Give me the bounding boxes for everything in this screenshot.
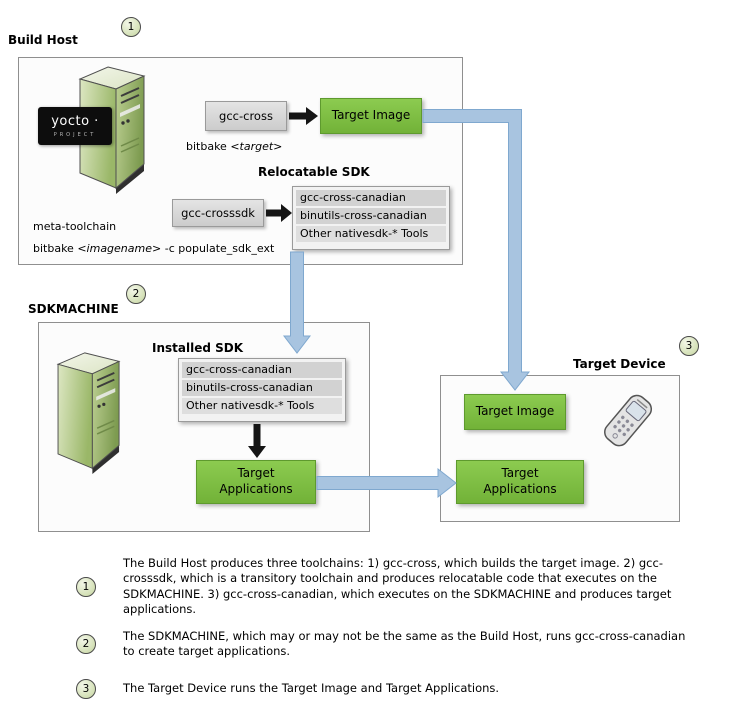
note-3-text: The Target Device runs the Target Image … [123,681,500,696]
note-1-text: The Build Host produces three toolchains… [123,556,672,616]
tool-line: Other nativesdk-* Tools [182,398,342,414]
bitbake-target-label: bitbake <target> [186,140,282,153]
bitbake-sdk-suffix: -c populate_sdk_ext [161,242,275,255]
installed-sdk-tools-box: gcc-cross-canadian binutils-cross-canadi… [178,358,346,422]
note-row: 2 The SDKMACHINE, which may or may not b… [76,629,693,660]
relocatable-sdk-title: Relocatable SDK [258,165,370,179]
yocto-logo-name: yocto · [51,113,99,129]
meta-toolchain-label: meta-toolchain [33,220,117,233]
relocatable-sdk-tools-box: gcc-cross-canadian binutils-cross-canadi… [292,186,450,250]
bitbake-sdk-arg: <imagename> [77,242,162,255]
tool-line: binutils-cross-canadian [296,208,446,224]
yocto-logo-subtitle: PROJECT [53,131,97,138]
sdkmachine-badge: 2 [126,284,146,304]
tool-line: gcc-cross-canadian [296,190,446,206]
bitbake-sdk-label: bitbake <imagename> -c populate_sdk_ext [33,242,274,255]
phone-icon [604,394,653,447]
target-applications-box-target-device: Target Applications [456,460,584,504]
yocto-logo: yocto · PROJECT [38,107,112,145]
note-3-badge: 3 [76,679,96,699]
tool-line: binutils-cross-canadian [182,380,342,396]
gcc-cross-box: gcc-cross [205,101,287,131]
gcc-crosssdk-box: gcc-crosssdk [172,199,264,227]
bitbake-target-arg: <target> [230,140,283,153]
target-applications-box-sdkmachine: Target Applications [196,460,316,504]
sdkmachine-server-icon [56,352,121,474]
bitbake-sdk-prefix: bitbake [33,242,78,255]
target-device-title: Target Device [573,357,666,371]
note-2-badge: 2 [76,634,96,655]
target-device-badge: 3 [679,336,699,356]
tool-line: gcc-cross-canadian [182,362,342,378]
note-row: 1 The Build Host produces three toolchai… [76,556,693,617]
build-host-badge: 1 [121,17,141,37]
bitbake-target-prefix: bitbake [186,140,231,153]
note-2-text: The SDKMACHINE, which may or may not be … [123,629,686,659]
tool-line: Other nativesdk-* Tools [296,226,446,242]
note-1-badge: 1 [76,576,96,597]
build-host-title: Build Host [8,33,78,47]
sdkmachine-title: SDKMACHINE [28,302,119,316]
build-host-server-icon [78,66,146,194]
target-image-box-build-host: Target Image [320,98,422,134]
installed-sdk-title: Installed SDK [152,341,244,355]
target-image-box-target-device: Target Image [464,394,566,430]
note-row: 3 The Target Device runs the Target Imag… [76,679,693,699]
